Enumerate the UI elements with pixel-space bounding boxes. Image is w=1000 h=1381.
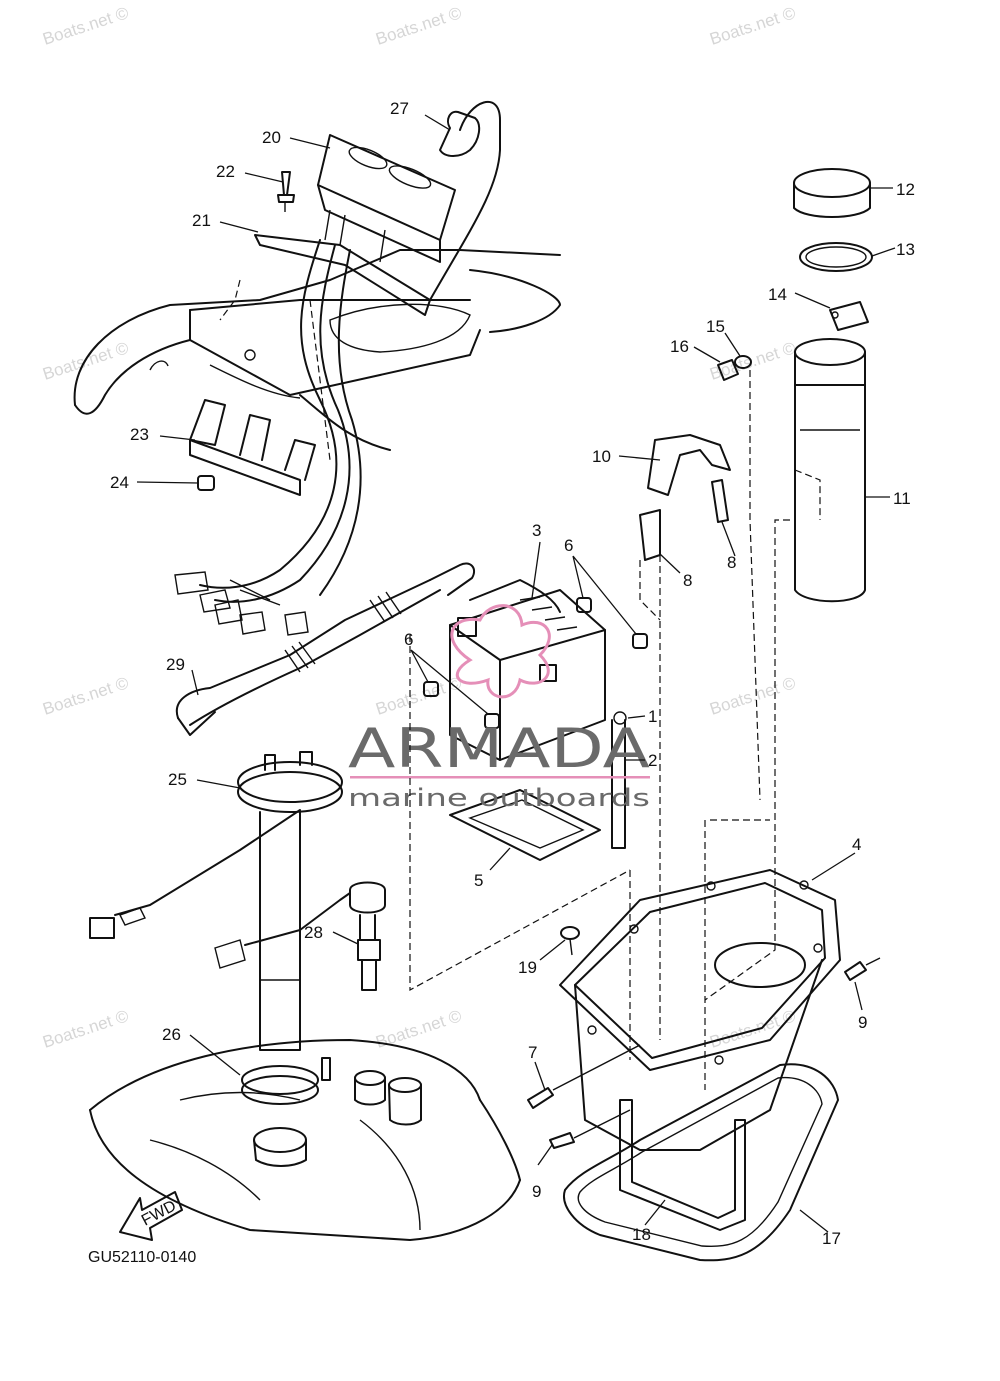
battery-rod-1-2 (611, 711, 627, 849)
fwd-label: FWD (139, 1197, 179, 1229)
callout-22: 22 (216, 162, 235, 181)
callout-17: 17 (822, 1229, 841, 1248)
callout-6b: 6 (404, 630, 413, 649)
battery-plate-5 (449, 789, 601, 861)
screws-7-9-19 (527, 926, 881, 1149)
brand-name: ARMADA (348, 717, 650, 780)
wire-harness (174, 239, 362, 636)
callout-16: 16 (670, 337, 689, 356)
callout-10: 10 (592, 447, 611, 466)
clip-14 (829, 301, 869, 331)
figure-code: GU52110-0140 (88, 1249, 196, 1266)
watermark: Boats.net © (373, 3, 464, 49)
bracket-8 (639, 479, 729, 561)
washers-15-16 (717, 355, 752, 381)
callout-9b: 9 (532, 1182, 541, 1201)
deck-panel (73, 249, 561, 451)
fuel-sender-25 (89, 751, 343, 1051)
holder-23 (189, 399, 316, 496)
callout-12: 12 (896, 180, 915, 199)
callout-14: 14 (768, 285, 787, 304)
brand-overlay: ARMADA marine outboards (348, 717, 650, 812)
callout-1: 1 (648, 707, 657, 726)
brand-divider (350, 776, 650, 779)
battery-logo (450, 604, 551, 699)
frame-18 (619, 1099, 746, 1231)
nut-24 (197, 475, 215, 491)
fuel-tank (89, 1039, 521, 1241)
watermark: Boats.net © (40, 1006, 131, 1052)
cap-12 (793, 168, 871, 218)
callouts: 1 2 3 4 5 6 6 7 8 8 9 9 10 11 12 13 14 1… (110, 99, 915, 1248)
gasket-17 (563, 1063, 839, 1262)
callout-19: 19 (518, 958, 537, 977)
watermark: Boats.net © (707, 338, 798, 384)
valve-28 (214, 881, 386, 991)
callout-8b: 8 (727, 553, 736, 572)
callout-3: 3 (532, 521, 541, 540)
callout-5: 5 (474, 871, 483, 890)
callout-13: 13 (896, 240, 915, 259)
callout-7: 7 (528, 1043, 537, 1062)
callout-28: 28 (304, 923, 323, 942)
callout-4: 4 (852, 835, 861, 854)
leader-lines (136, 114, 896, 1233)
callout-6a: 6 (564, 536, 573, 555)
gasket-13 (799, 242, 873, 272)
cable-29 (175, 562, 476, 736)
plug-27 (429, 100, 501, 301)
screw-22 (277, 171, 295, 212)
callout-23: 23 (130, 425, 149, 444)
callout-20: 20 (262, 128, 281, 147)
bracket-21 (254, 234, 431, 316)
pads-6 (423, 597, 648, 729)
callout-27: 27 (390, 99, 409, 118)
watermark: Boats.net © (40, 673, 131, 719)
bracket-10 (647, 434, 731, 496)
callout-26: 26 (162, 1025, 181, 1044)
callout-2: 2 (648, 751, 657, 770)
watermark: Boats.net © (40, 3, 131, 49)
callout-15: 15 (706, 317, 725, 336)
filler-neck-11 (794, 338, 866, 603)
callout-18: 18 (632, 1225, 651, 1244)
callout-9a: 9 (858, 1013, 867, 1032)
battery-3 (449, 579, 606, 761)
callout-24: 24 (110, 473, 129, 492)
battery-box-4 (559, 869, 841, 1151)
watermarks: Boats.net © Boats.net © Boats.net © Boat… (40, 3, 798, 1052)
callout-21: 21 (192, 211, 211, 230)
meter-20 (317, 134, 456, 263)
brand-tagline: marine outboards (348, 784, 650, 812)
watermark: Boats.net © (707, 673, 798, 719)
callout-25: 25 (168, 770, 187, 789)
callout-8a: 8 (683, 571, 692, 590)
assembly-lines (219, 279, 790, 1090)
callout-11: 11 (893, 489, 911, 508)
callout-29: 29 (166, 655, 185, 674)
watermark: Boats.net © (707, 3, 798, 49)
